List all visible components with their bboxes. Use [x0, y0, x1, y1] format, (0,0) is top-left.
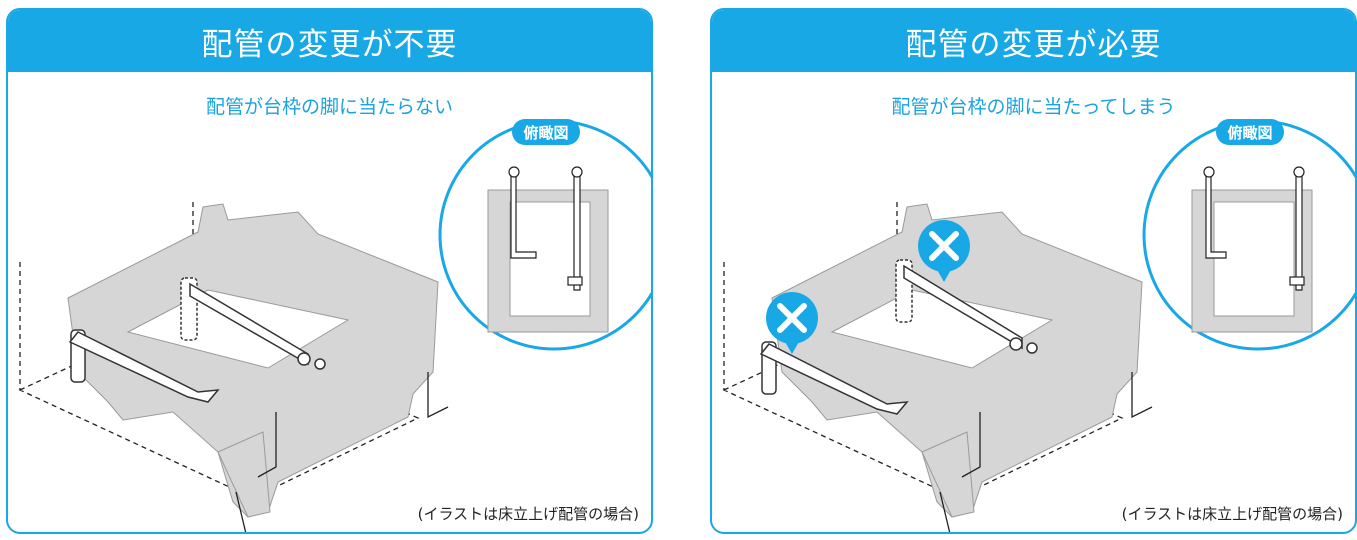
top-view-label: 俯瞰図: [523, 124, 568, 142]
illustration-note: (イラストは床立上げ配管の場合): [417, 505, 639, 523]
illustration-note: (イラストは床立上げ配管の場合): [1121, 505, 1343, 523]
panel-change-required: 配管の変更が必要 配管が台枠の脚に当たってしまう: [710, 8, 1357, 534]
top-view-label: 俯瞰図: [1227, 124, 1272, 142]
panel-subtitle: 配管が台枠の脚に当たってしまう: [891, 96, 1176, 118]
error-x-icon: [766, 292, 818, 354]
cabinet-opening: [830, 289, 1054, 369]
panel-title: 配管の変更が必要: [712, 10, 1355, 72]
top-view-inset: 俯瞰図: [1142, 119, 1355, 351]
panel-title: 配管の変更が不要: [8, 10, 651, 72]
front-leg: [217, 431, 271, 518]
front-leg: [921, 431, 975, 518]
error-x-icon: [918, 220, 970, 282]
panel-no-change: 配管の変更が不要 配管が台枠の脚に当たらない: [6, 8, 653, 534]
drain-pipe: [759, 259, 1038, 415]
top-view-inset: 俯瞰図: [438, 119, 651, 351]
drain-pipe: [68, 277, 326, 403]
cabinet-illustration: 俯瞰図: [722, 119, 1355, 532]
cabinet-illustration: 俯瞰図: [18, 119, 651, 532]
panel-subtitle: 配管が台枠の脚に当たらない: [205, 96, 453, 118]
